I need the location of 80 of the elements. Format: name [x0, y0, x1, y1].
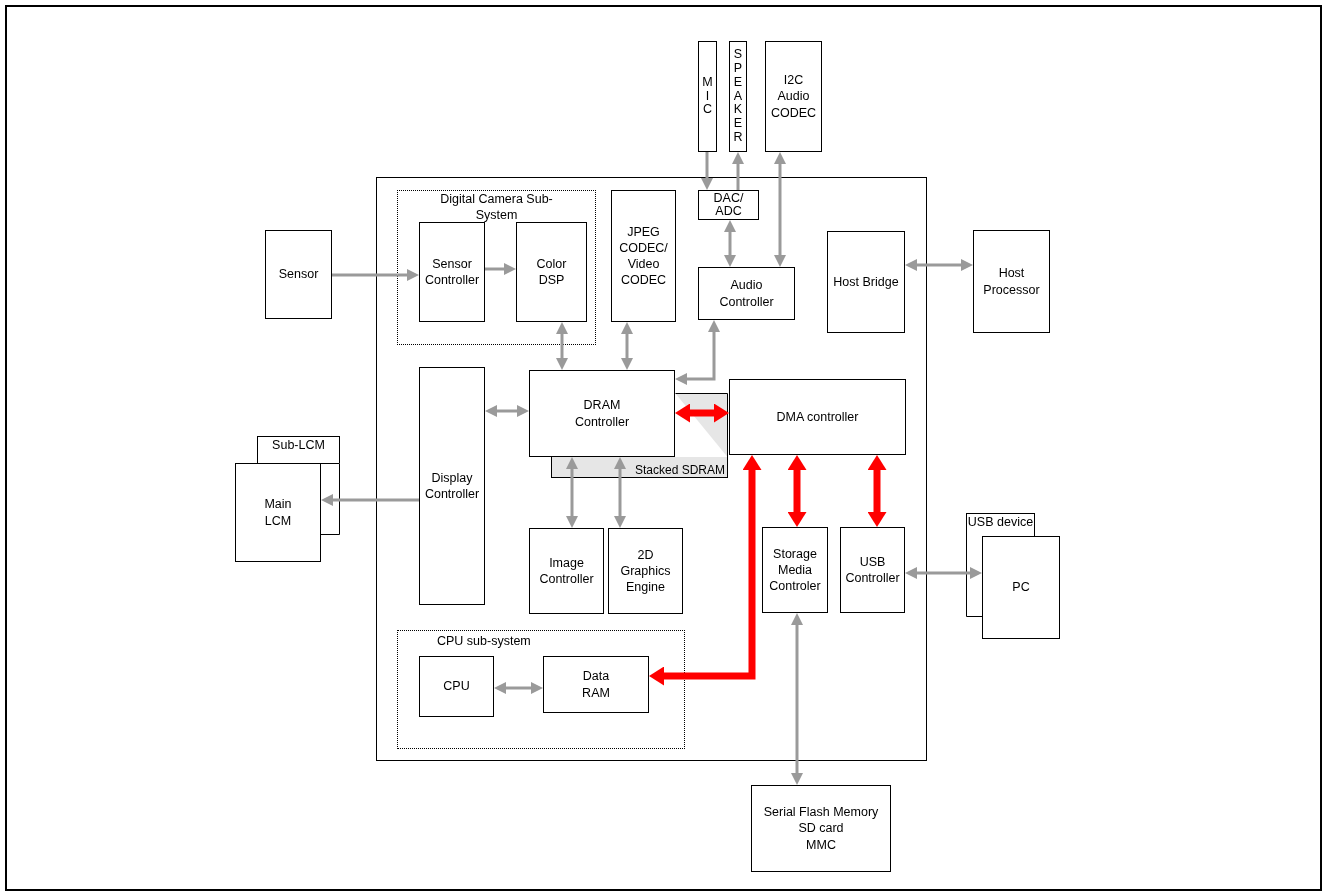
- node-label: 2D Graphics Engine: [619, 546, 672, 596]
- bus-arrow: [675, 403, 729, 423]
- arrow: [566, 457, 578, 528]
- block-box: [265, 230, 332, 319]
- node-label: MIC: [702, 75, 713, 118]
- bus-arrow: [867, 455, 887, 527]
- node-label: DAC/ ADC: [712, 191, 745, 219]
- block-box: [529, 528, 604, 614]
- arrow: [791, 613, 803, 785]
- arrow: [485, 263, 516, 275]
- block-box: [419, 656, 494, 717]
- block-box: [529, 370, 675, 457]
- arrow: [332, 269, 419, 281]
- node-label: CPU: [443, 678, 470, 695]
- node-label: PC: [1012, 579, 1030, 596]
- chip-boundary: [376, 177, 927, 761]
- subsystem-frame: [397, 630, 685, 749]
- arrow: [774, 152, 786, 267]
- node-label: Data RAM: [581, 668, 611, 701]
- block-box: [729, 379, 906, 455]
- node-label: Main LCM: [263, 496, 293, 529]
- block-box: [698, 267, 795, 320]
- arrow: [556, 322, 568, 370]
- block-box: [543, 656, 649, 713]
- memory-box: [551, 457, 728, 478]
- block-box: [698, 190, 759, 220]
- node-label: USB device: [967, 514, 1034, 531]
- arrow: [675, 320, 720, 385]
- node-label: CPU sub-system: [437, 633, 531, 650]
- node-label: JPEG CODEC/ Video CODEC: [618, 223, 669, 289]
- node-label: Sensor Controller: [423, 255, 481, 289]
- node-label: DRAM Controller: [573, 397, 631, 430]
- block-box: [973, 230, 1050, 333]
- node-label: Sub-LCM: [272, 437, 325, 454]
- bus-arrow: [649, 455, 762, 686]
- block-box: [982, 536, 1060, 639]
- arrow: [321, 494, 419, 506]
- block-box: [608, 528, 683, 614]
- block-box: [419, 367, 485, 605]
- bus-arrow: [787, 455, 807, 527]
- block-box: [729, 41, 747, 152]
- arrow: [494, 682, 543, 694]
- arrow: [905, 567, 982, 579]
- arrow: [724, 220, 736, 267]
- block-box: [751, 785, 891, 872]
- arrow: [614, 457, 626, 528]
- arrow: [732, 152, 744, 190]
- block-box: [611, 190, 676, 322]
- block-box: [257, 436, 340, 463]
- subsystem-frame: [397, 190, 596, 345]
- node-label: Audio Controller: [718, 277, 775, 310]
- arrow: [701, 152, 713, 190]
- node-label: Color DSP: [535, 255, 568, 289]
- node-label: MMC: [806, 836, 836, 853]
- block-box: [235, 463, 321, 562]
- arrow: [485, 405, 529, 417]
- node-label: Sensor: [278, 266, 319, 283]
- node-label: Image Controller: [538, 554, 595, 588]
- block-box: [419, 222, 485, 322]
- block-box: [966, 513, 1035, 536]
- block-box: [840, 527, 905, 613]
- node-label: Digital Camera Sub-System: [439, 191, 554, 224]
- node-label: SD card: [798, 820, 844, 837]
- arrow: [621, 322, 633, 370]
- block-box: [516, 222, 587, 322]
- block-box: [827, 231, 905, 333]
- node-label: USB Controller: [844, 553, 901, 587]
- node-label: Stacked SDRAM: [634, 462, 725, 477]
- node-label: SPEAKER: [732, 48, 744, 145]
- node-label: I2C Audio CODEC: [769, 72, 818, 121]
- node-label: Storage Media Controler: [768, 545, 822, 595]
- block-box: [765, 41, 822, 152]
- node-label: Serial Flash Memory: [763, 804, 879, 821]
- node-label: Host Processor: [982, 265, 1041, 298]
- block-box: [762, 527, 828, 613]
- arrow: [905, 259, 973, 271]
- node-label: Host Bridge: [833, 273, 899, 291]
- node-label: DMA controller: [776, 408, 859, 426]
- block-box: [698, 41, 717, 152]
- node-label: Display Controller: [423, 469, 481, 503]
